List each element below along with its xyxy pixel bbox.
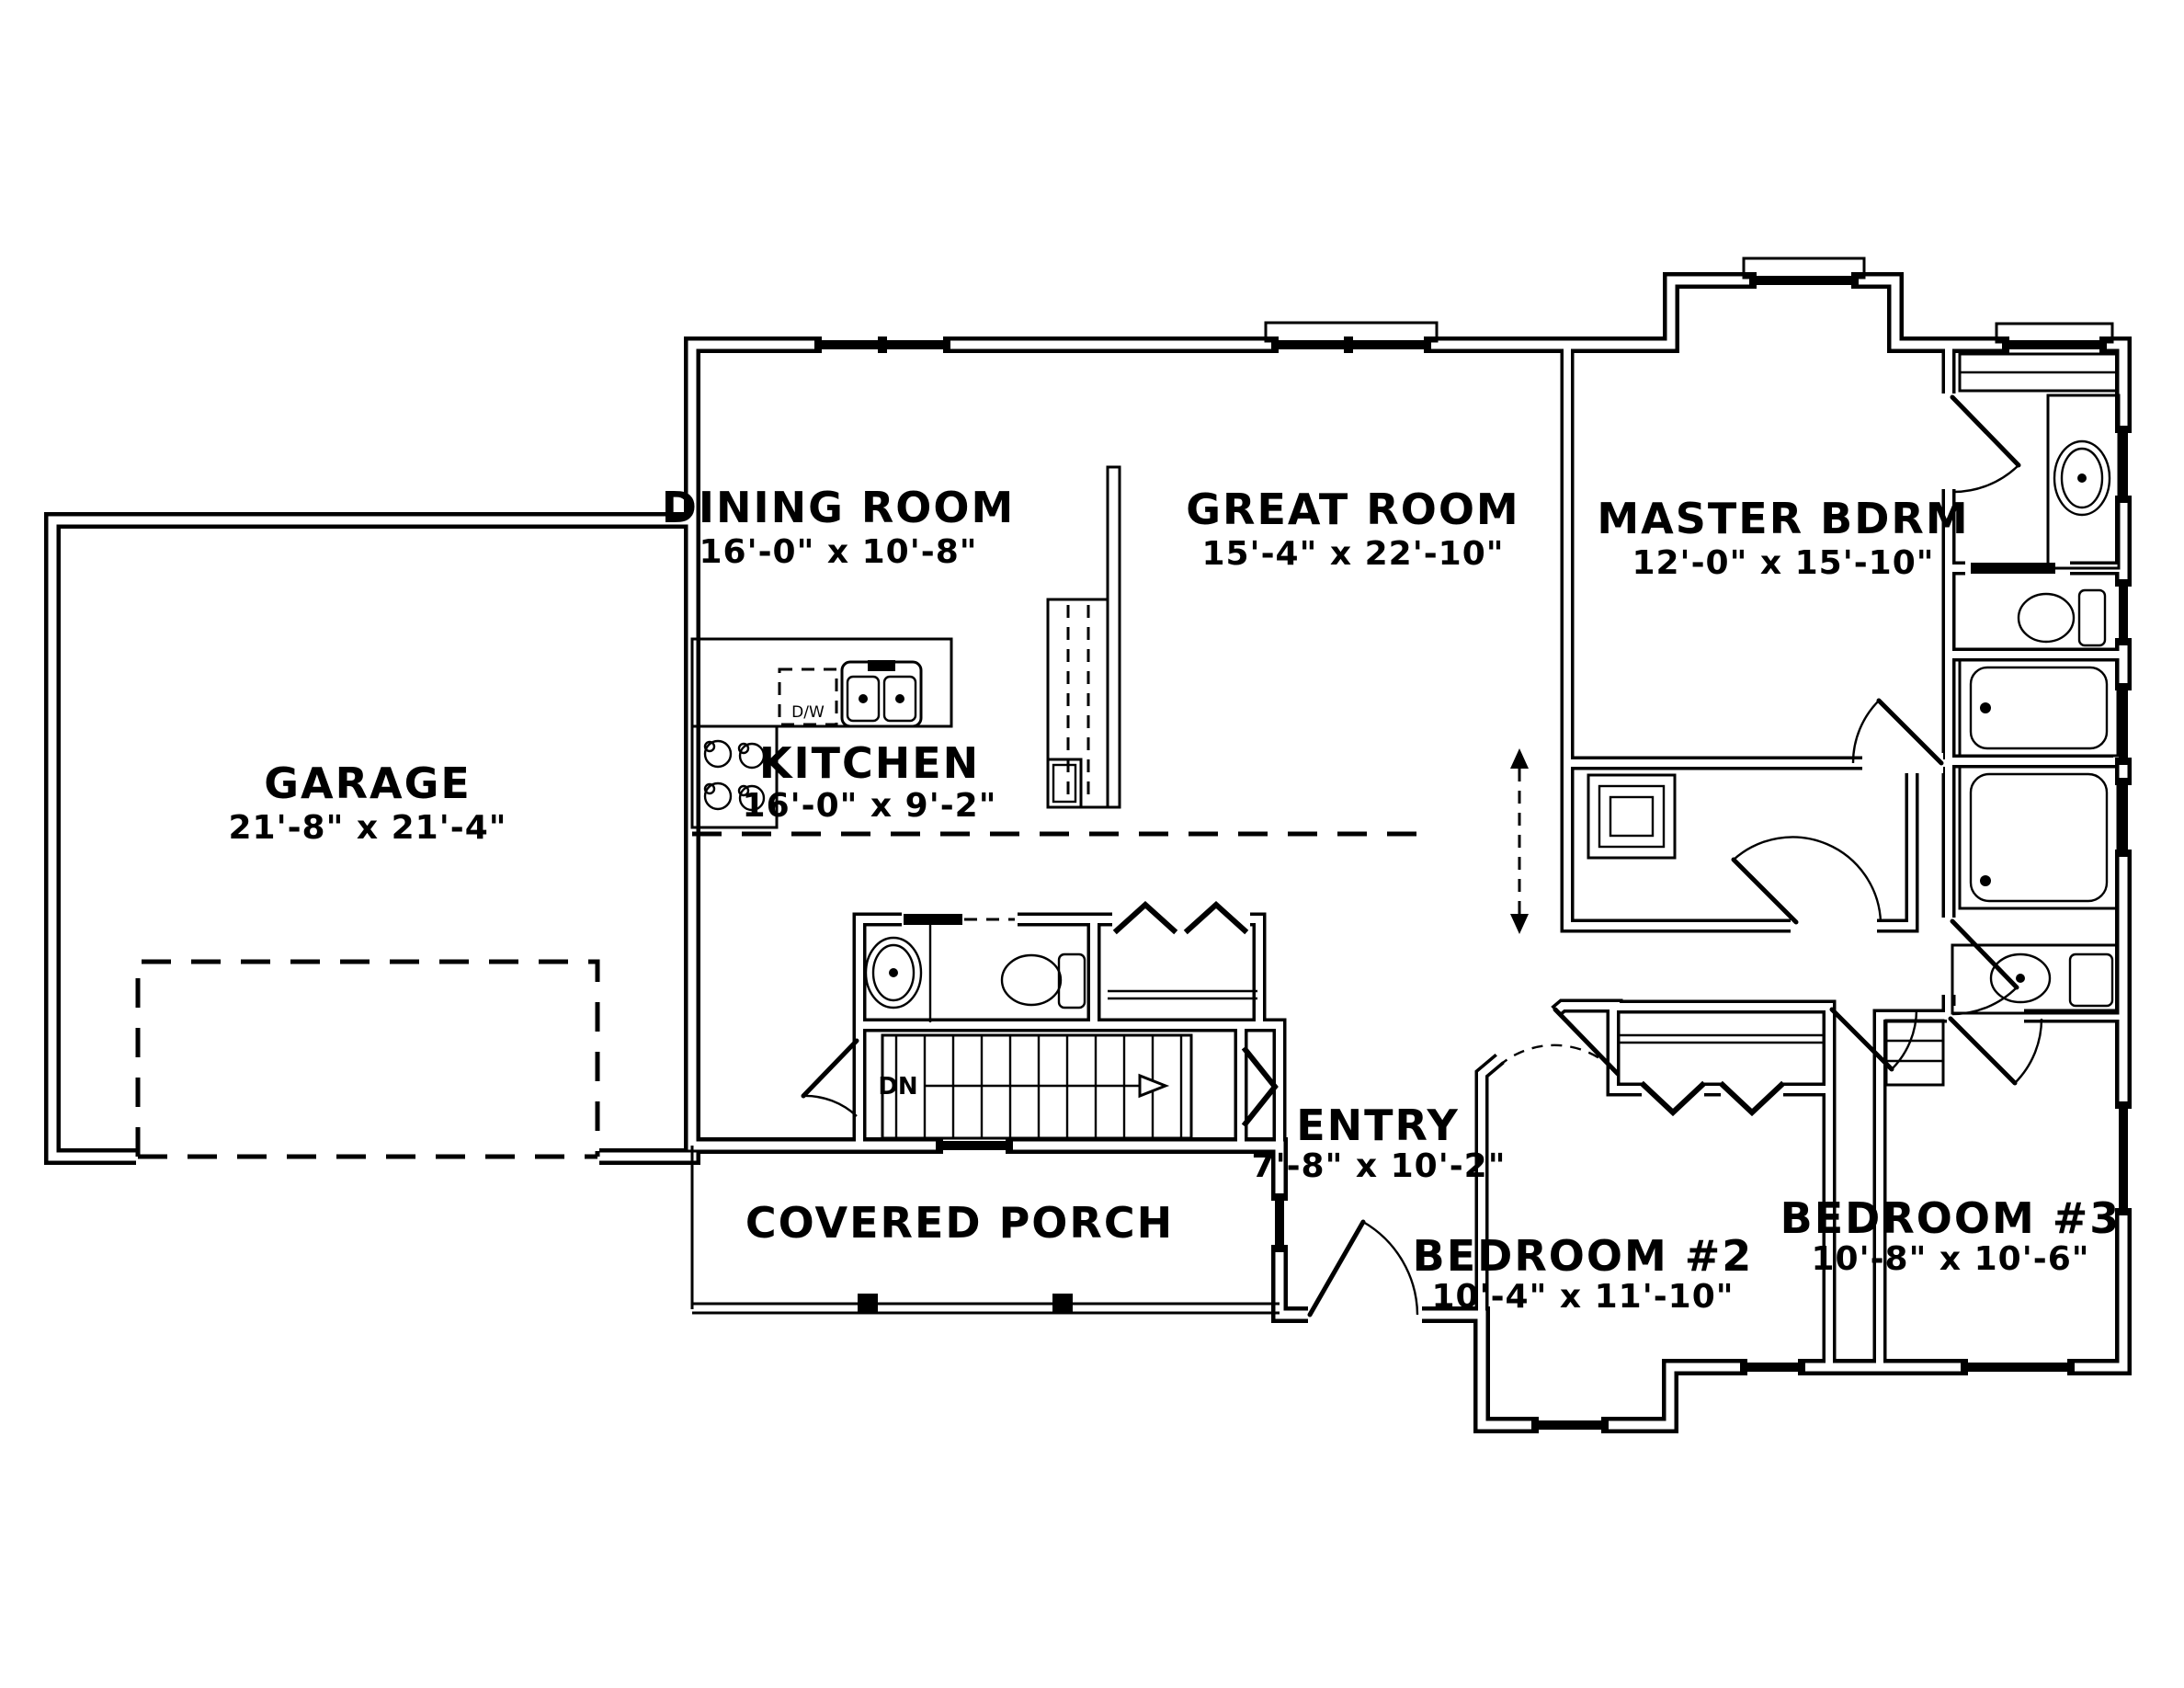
pedestal-sink bbox=[864, 936, 923, 1009]
window-dining bbox=[814, 335, 950, 355]
great-room-media-wall bbox=[1046, 465, 1121, 809]
coat-closet-bifold-doors bbox=[1112, 900, 1249, 935]
powder-bath-fixtures bbox=[864, 923, 1086, 1022]
kitchen-sink bbox=[840, 660, 923, 728]
garage-door-track-dashed bbox=[135, 959, 600, 1157]
master-bath-fixtures bbox=[1951, 352, 2121, 1015]
walkin-closet-door bbox=[1731, 836, 1883, 925]
reference-marks bbox=[692, 748, 1529, 934]
entry-label: ENTRY bbox=[1296, 1101, 1460, 1150]
kitchen-fixtures bbox=[690, 637, 953, 829]
garage-dims: 21'-8" x 21'-4" bbox=[228, 809, 506, 847]
dining-room-label: DINING ROOM bbox=[662, 483, 1016, 532]
porch-post bbox=[858, 1294, 878, 1314]
covered-porch-structure bbox=[690, 1146, 1280, 1315]
stairs-dn-label: DN bbox=[878, 1073, 917, 1101]
bedroom2-closet-shelf bbox=[1618, 1033, 1825, 1044]
master-toilet bbox=[2017, 588, 2107, 647]
kitchen-counter-side bbox=[690, 724, 779, 829]
stair-hall-door bbox=[801, 1038, 859, 1117]
bath-closet-top bbox=[1958, 352, 2119, 393]
linen-closet bbox=[1884, 1019, 1945, 1087]
master-vanity bbox=[2046, 393, 2121, 570]
windows bbox=[814, 257, 2133, 1435]
powder-bath-pocket-door bbox=[904, 914, 1015, 925]
bedroom3-door bbox=[1948, 1016, 2043, 1086]
bedroom3-label: BEDROOM #3 bbox=[1780, 1193, 2121, 1243]
master-bedroom-dims: 12'-0" x 15'-10" bbox=[1632, 544, 1934, 582]
coat-closet bbox=[1108, 989, 1257, 1000]
doors bbox=[801, 394, 2120, 1317]
entry-closet-bifold-door bbox=[1241, 1045, 1279, 1128]
kitchen-dims: 16'-0" x 9'-2" bbox=[743, 787, 997, 825]
dishwasher-label: D/W bbox=[791, 703, 825, 722]
bedroom2-closet-bifold-doors bbox=[1639, 1080, 1786, 1117]
garage-label: GARAGE bbox=[264, 758, 472, 808]
closet-shelving bbox=[1587, 773, 1945, 1087]
master-tub bbox=[1958, 658, 2120, 758]
stair-direction-arrow bbox=[924, 1073, 1170, 1099]
window-porch-wall bbox=[936, 1135, 1013, 1156]
bedroom2-door bbox=[1497, 1007, 1621, 1077]
stove-burners bbox=[703, 739, 766, 812]
window-bedroom2 bbox=[1531, 1415, 1609, 1435]
hall-bath-vanity bbox=[1951, 943, 2120, 1015]
double-arrow-marker bbox=[1510, 748, 1529, 934]
bedroom2-dims: 10'-4" x 11'-10" bbox=[1431, 1278, 1734, 1316]
window-entry-side bbox=[1269, 1193, 1290, 1252]
porch-post bbox=[1052, 1294, 1073, 1314]
master-bedroom-door bbox=[1851, 698, 1944, 766]
dishwasher bbox=[778, 667, 838, 726]
window-bedroom3 bbox=[1961, 1357, 2075, 1377]
toilet bbox=[1000, 952, 1086, 1009]
master-bath-door bbox=[1950, 394, 2021, 494]
walkin-closet-shelves bbox=[1587, 773, 1677, 860]
window-great-room bbox=[1264, 321, 1439, 355]
room-labels: GARAGE 21'-8" x 21'-4" DINING ROOM 16'-0… bbox=[228, 483, 2121, 1316]
bedroom2-label: BEDROOM #2 bbox=[1413, 1231, 1754, 1281]
great-room-dims: 15'-4" x 22'-10" bbox=[1201, 535, 1504, 573]
window-bottom-middle bbox=[1740, 1357, 1805, 1377]
great-room-label: GREAT ROOM bbox=[1186, 485, 1519, 534]
window-master-bedroom bbox=[1742, 257, 1866, 291]
kitchen-label: KITCHEN bbox=[759, 738, 980, 788]
staircase bbox=[881, 1033, 1193, 1140]
master-bedroom-label: MASTER BDRM bbox=[1597, 494, 1969, 543]
hall-tub bbox=[1958, 765, 2120, 910]
kitchen-counter bbox=[690, 637, 953, 728]
bedroom3-dims: 10'-8" x 10'-6" bbox=[1811, 1240, 2089, 1278]
garage-details bbox=[135, 959, 600, 1159]
front-door bbox=[1307, 1219, 1419, 1317]
entry-dims: 7'-8" x 10'-2" bbox=[1252, 1147, 1507, 1185]
dining-room-dims: 16'-0" x 10'-8" bbox=[699, 533, 977, 571]
covered-porch-label: COVERED PORCH bbox=[745, 1198, 1174, 1248]
window-bath-top bbox=[1995, 322, 2114, 355]
